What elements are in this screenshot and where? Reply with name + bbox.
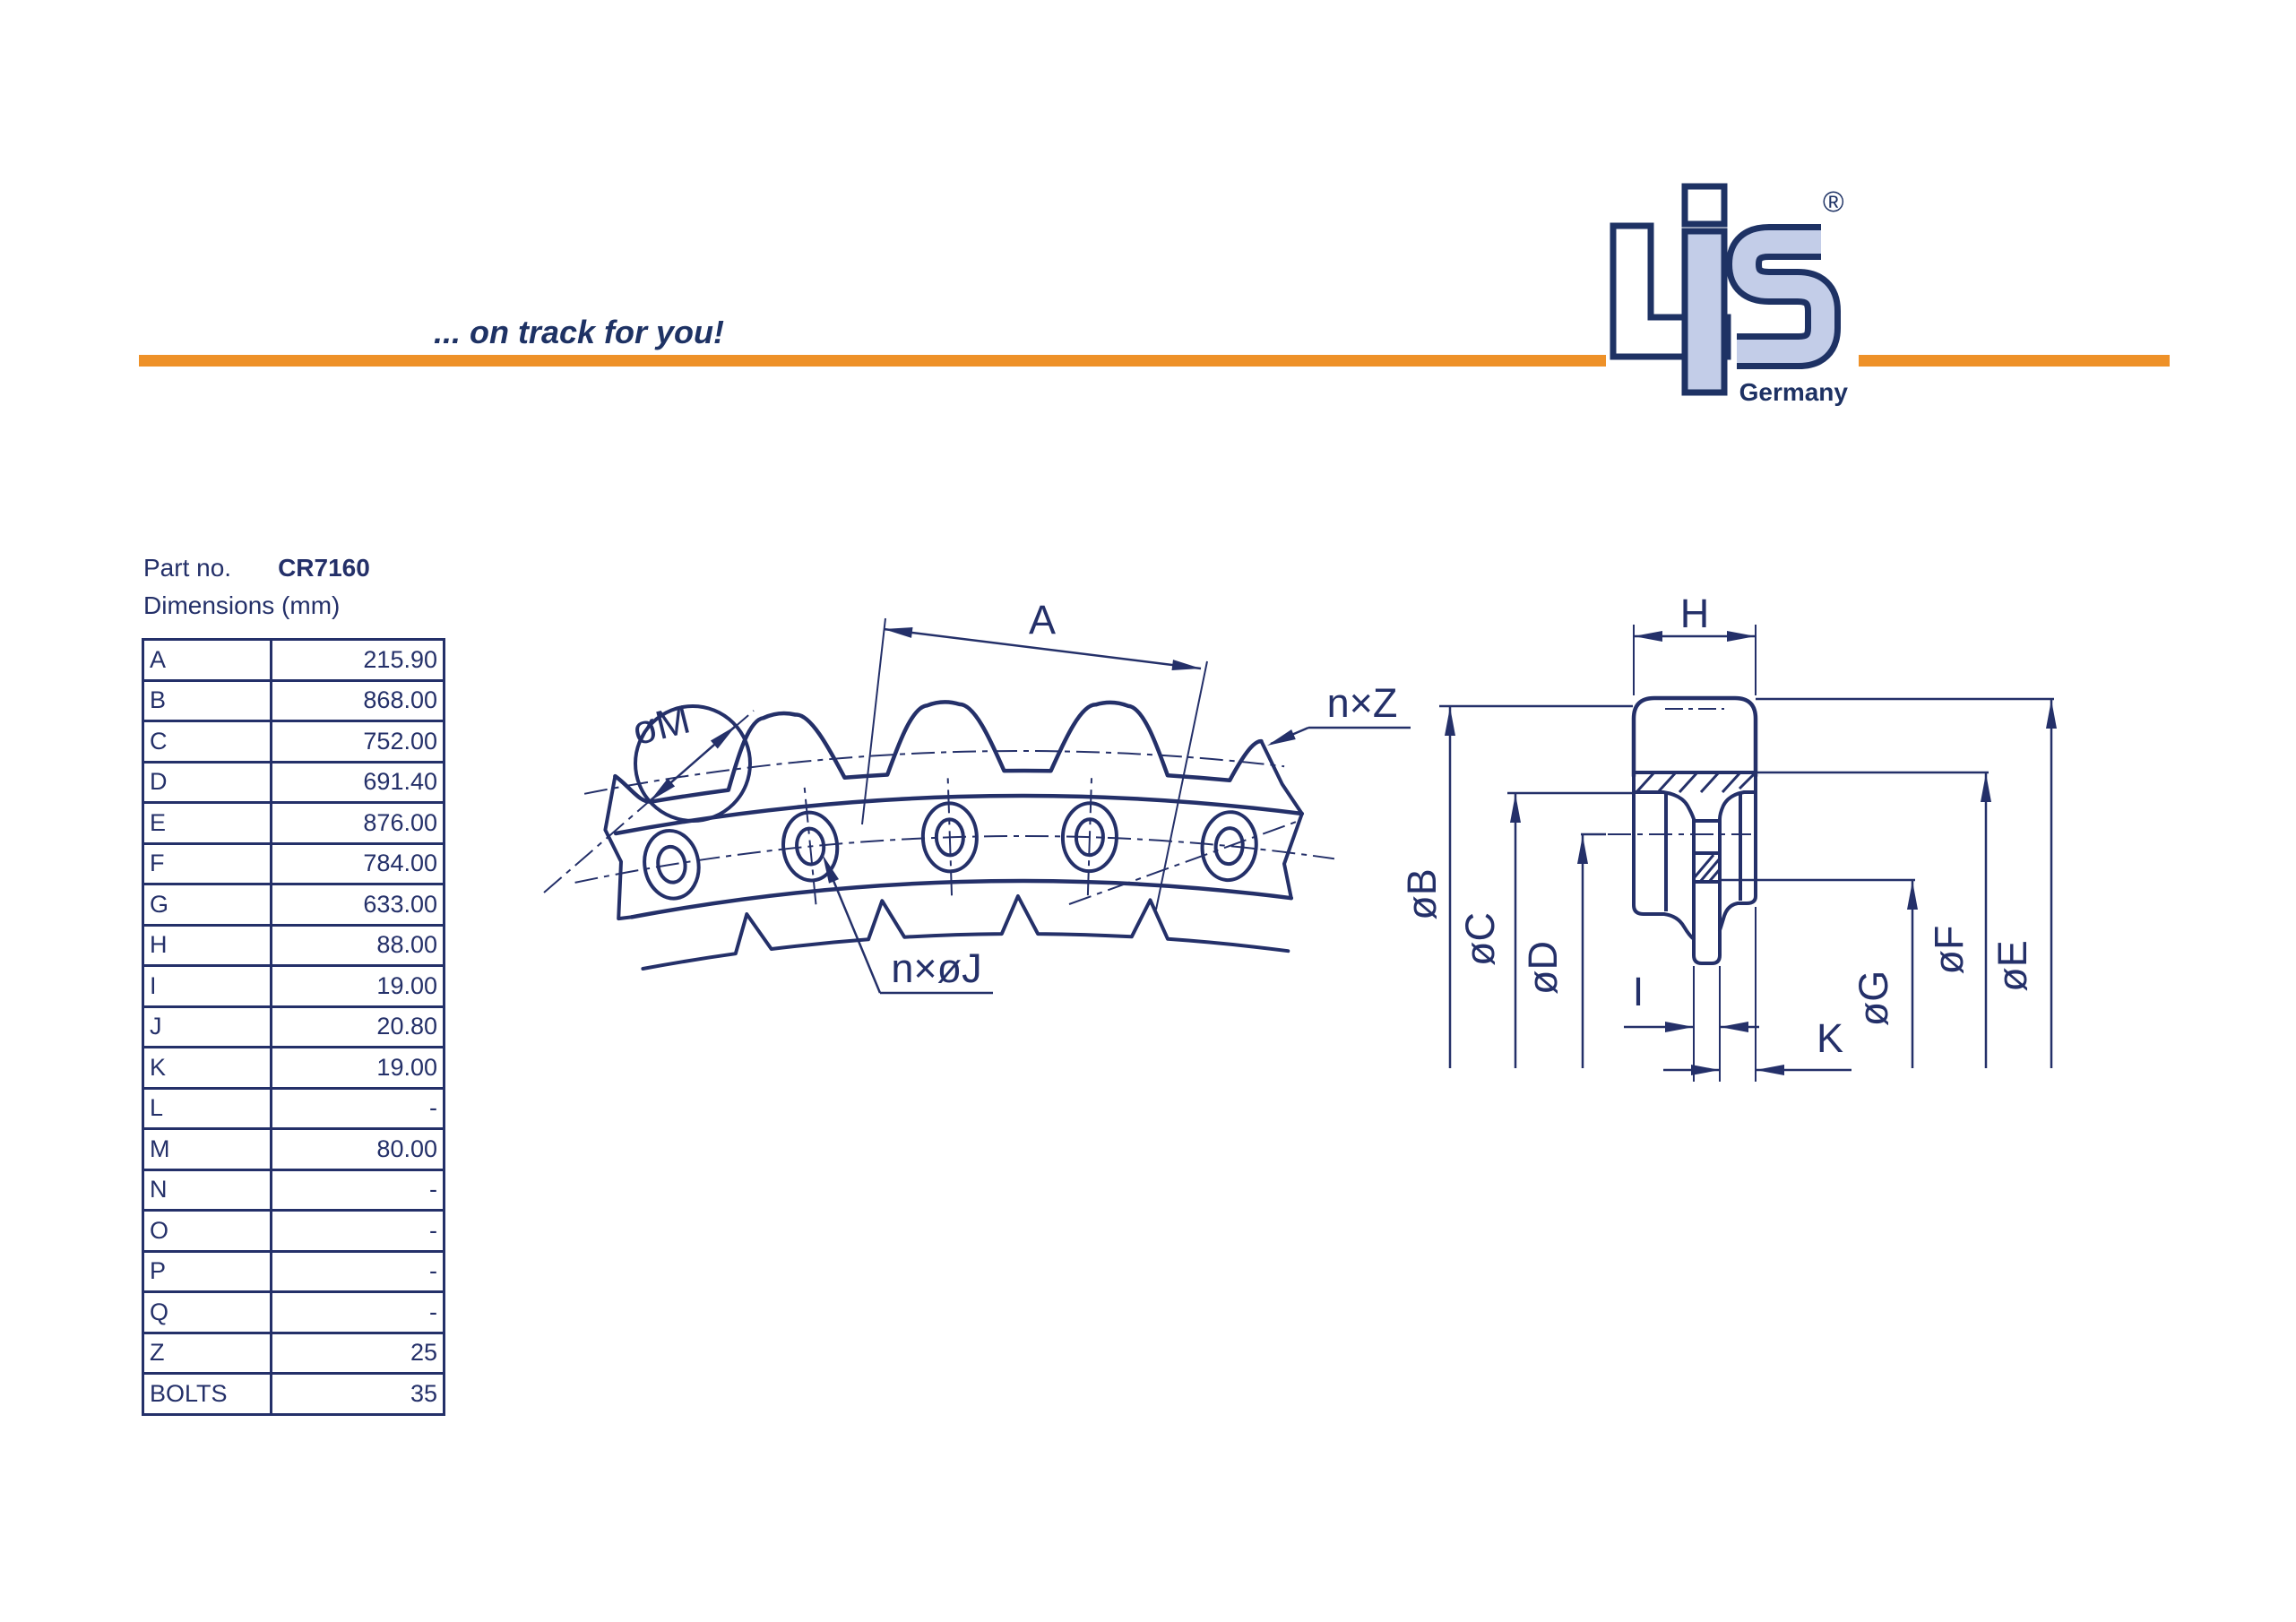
dim-key: A [142,638,272,682]
dim-value: - [270,1086,445,1130]
dim-label-m: øM [627,695,695,754]
table-row: Q- [142,1290,445,1334]
orange-rule [139,355,2170,367]
tagline: ... on track for you! [433,314,724,350]
dim-key: P [142,1249,272,1293]
dim-label-f: øF [1926,926,1972,975]
dim-key: C [142,720,272,764]
dim-value: 784.00 [270,841,445,885]
dim-label-nj: n×øJ [891,945,981,991]
dim-key: L [142,1086,272,1130]
dim-value: 633.00 [270,883,445,927]
dim-value: - [270,1168,445,1212]
dimensions-title: Dimensions (mm) [143,591,341,619]
dim-value: - [270,1249,445,1293]
dim-value: 88.00 [270,923,445,967]
dim-value: 868.00 [270,678,445,722]
dim-key: Z [142,1331,272,1375]
dim-value: 19.00 [270,1046,445,1090]
dim-value: 80.00 [270,1127,445,1171]
dim-key: N [142,1168,272,1212]
table-row: N- [142,1168,445,1212]
logo-letter-i-dot [1681,183,1728,228]
registered-mark-icon: ® [1823,185,1844,218]
dim-label-c: øC [1457,912,1503,966]
dim-key: I [142,964,272,1008]
dim-label-k: K [1817,1015,1843,1061]
dim-value: 25 [270,1331,445,1375]
dim-label-h: H [1680,591,1710,636]
dim-key: K [142,1046,272,1090]
dim-key: BOLTS [142,1372,272,1416]
table-row: P- [142,1249,445,1293]
dim-value: 215.90 [270,638,445,682]
dim-label-e: øE [1990,940,2035,992]
dim-value: 20.80 [270,1005,445,1048]
dim-value: - [270,1209,445,1253]
dim-key: F [142,841,272,885]
dim-key: B [142,678,272,722]
dim-key: Q [142,1290,272,1334]
dim-value: 19.00 [270,964,445,1008]
dim-key: J [142,1005,272,1048]
dim-key: E [142,801,272,845]
dim-key: M [142,1127,272,1171]
dim-value: - [270,1290,445,1334]
part-no-value: CR7160 [278,554,370,582]
dim-value: 876.00 [270,801,445,845]
dim-key: G [142,883,272,927]
table-row: L- [142,1086,445,1130]
dim-value: 35 [270,1372,445,1416]
dim-label-i: I [1633,969,1644,1014]
dim-label-b: øB [1399,868,1445,920]
logo-country: Germany [1739,378,1849,406]
logo-letter-i-stem [1681,228,1728,396]
logo-letter-s [1731,230,1834,363]
dim-label-d: øD [1520,941,1566,995]
dim-value: 752.00 [270,720,445,764]
part-no-label: Part no. [143,554,232,582]
dim-key: O [142,1209,272,1253]
table-row: O- [142,1209,445,1253]
dim-label-g: øG [1851,971,1896,1027]
dim-value: 691.40 [270,760,445,804]
dim-label-nz: n×Z [1327,680,1398,726]
company-logo: ® Germany [1606,179,1859,414]
dim-key: D [142,760,272,804]
dim-key: H [142,923,272,967]
technical-drawing: A øM n×Z n×øJ H I K øB øC øD øG øF øE [543,591,2057,1082]
dim-label-a: A [1029,597,1056,643]
